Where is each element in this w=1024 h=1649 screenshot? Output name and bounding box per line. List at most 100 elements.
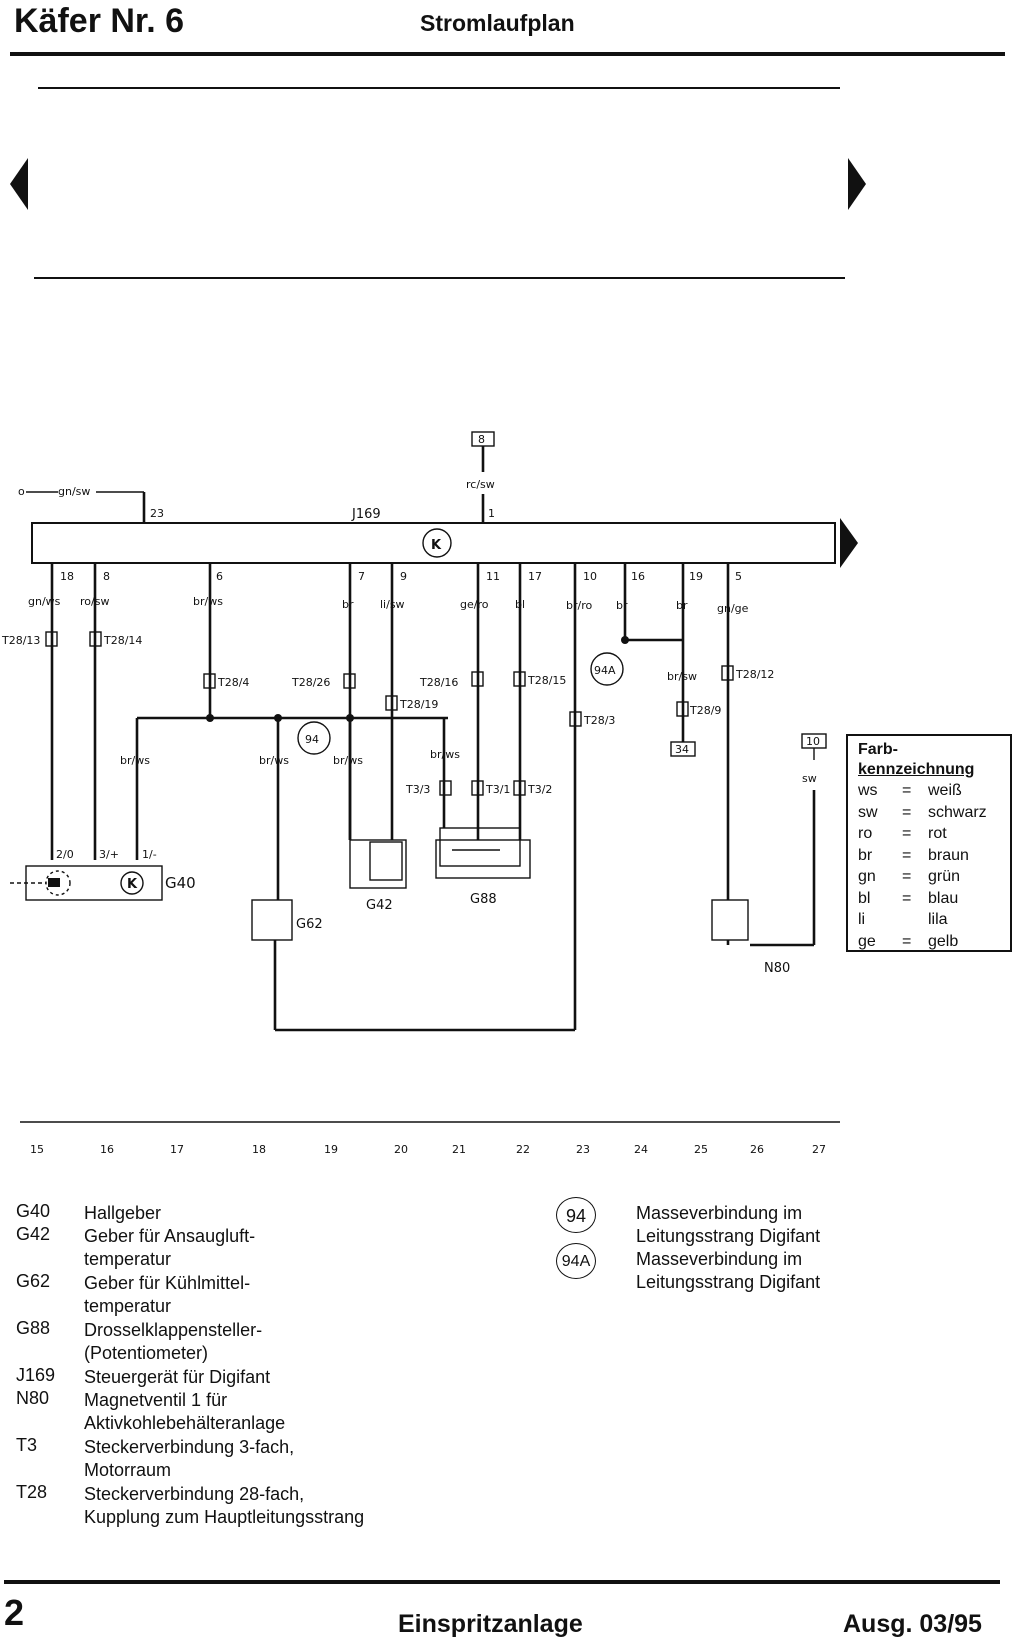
svg-text:24: 24 xyxy=(634,1143,648,1156)
legend-text: Geber für Kühlmittel- xyxy=(84,1273,251,1293)
previous-page-arrow xyxy=(10,158,28,210)
color-legend-row: sw=schwarz xyxy=(858,803,987,821)
legend-text: Motorraum xyxy=(84,1460,172,1480)
svg-text:gn/ws: gn/ws xyxy=(28,595,61,608)
svg-text:18: 18 xyxy=(252,1143,266,1156)
legend-text: Leitungsstrang Digifant xyxy=(636,1226,821,1246)
svg-text:G62: G62 xyxy=(296,917,323,932)
svg-text:5: 5 xyxy=(735,570,742,583)
svg-text:T28/4: T28/4 xyxy=(217,676,249,689)
page-number: 2 xyxy=(4,1592,25,1633)
svg-text:ge/ro: ge/ro xyxy=(460,598,489,611)
svg-text:2/0: 2/0 xyxy=(56,848,74,861)
legend-text: Steckerverbindung 3-fach, xyxy=(84,1437,295,1457)
svg-text:17: 17 xyxy=(528,570,542,583)
legend-text: temperatur xyxy=(84,1249,172,1269)
svg-text:26: 26 xyxy=(750,1143,764,1156)
svg-text:34: 34 xyxy=(675,743,689,756)
wire-color-top-left: gn/sw xyxy=(58,485,90,498)
edition: Ausg. 03/95 xyxy=(843,1610,982,1638)
svg-text:9: 9 xyxy=(400,570,407,583)
document-title: Käfer Nr. 6 xyxy=(14,2,185,40)
legend-text: temperatur xyxy=(84,1296,172,1316)
legend-code: T28 xyxy=(16,1482,48,1502)
legend-text: Masseverbindung im xyxy=(636,1249,803,1269)
svg-text:li/sw: li/sw xyxy=(380,598,405,611)
color-legend-row: bl=blau xyxy=(858,889,959,907)
color-legend-row: br=braun xyxy=(858,846,969,864)
k-symbol xyxy=(422,528,452,558)
pin-wires xyxy=(50,563,730,1030)
section-name: Einspritzanlage xyxy=(398,1610,583,1638)
legend-text: Steckerverbindung 28-fach, xyxy=(84,1484,305,1504)
svg-text:br: br xyxy=(616,599,628,612)
legend-text: (Potentiometer) xyxy=(84,1343,209,1363)
svg-text:16: 16 xyxy=(100,1143,114,1156)
legend-code: G42 xyxy=(16,1224,51,1244)
ground-94a xyxy=(590,652,624,686)
legend-ground-94: 94 xyxy=(556,1197,596,1233)
svg-text:br/ws: br/ws xyxy=(430,748,460,761)
legend-code: N80 xyxy=(16,1388,50,1408)
component-g88 xyxy=(439,827,521,867)
svg-text:7: 7 xyxy=(358,570,365,583)
svg-text:6: 6 xyxy=(216,570,223,583)
svg-text:G88: G88 xyxy=(470,892,497,907)
legend-text: Hallgeber xyxy=(84,1203,162,1223)
svg-text:T3/1: T3/1 xyxy=(485,783,510,796)
svg-text:bl: bl xyxy=(515,598,525,611)
svg-text:T28/26: T28/26 xyxy=(291,676,330,689)
svg-text:23: 23 xyxy=(150,507,164,520)
svg-text:19: 19 xyxy=(324,1143,338,1156)
legend-code: G40 xyxy=(16,1201,51,1221)
legend-code: G88 xyxy=(16,1318,51,1338)
svg-text:17: 17 xyxy=(170,1143,184,1156)
component-g42-housing xyxy=(349,839,407,889)
svg-text:o: o xyxy=(18,485,25,498)
continue-arrow xyxy=(840,518,858,568)
component-g88-housing xyxy=(435,839,531,879)
svg-text:1: 1 xyxy=(488,507,495,520)
component-g42 xyxy=(369,841,403,881)
svg-text:18: 18 xyxy=(60,570,74,583)
svg-text:T3/3: T3/3 xyxy=(405,783,430,796)
svg-text:8: 8 xyxy=(103,570,110,583)
color-legend-title-2: kennzeichnung xyxy=(858,761,975,778)
svg-text:25: 25 xyxy=(694,1143,708,1156)
svg-text:br/ws: br/ws xyxy=(120,754,150,767)
color-legend-row: ws=weiß xyxy=(858,782,962,799)
legend-text: Drosselklappensteller- xyxy=(84,1320,263,1340)
legend-text: Kupplung zum Hauptleitungsstrang xyxy=(84,1507,365,1527)
svg-text:23: 23 xyxy=(576,1143,590,1156)
svg-text:T28/13: T28/13 xyxy=(1,634,40,647)
next-page-arrow xyxy=(848,158,866,210)
legend-text: Aktivkohlebehälteranlage xyxy=(84,1413,286,1433)
svg-text:br/ws: br/ws xyxy=(259,754,289,767)
svg-text:T28/3: T28/3 xyxy=(583,714,615,727)
svg-text:10: 10 xyxy=(806,735,820,748)
legend-code: T3 xyxy=(16,1435,38,1455)
svg-text:16: 16 xyxy=(631,570,645,583)
svg-text:K: K xyxy=(127,877,138,892)
svg-text:br/ws: br/ws xyxy=(333,754,363,767)
svg-text:br: br xyxy=(676,599,688,612)
svg-text:T28/12: T28/12 xyxy=(735,668,774,681)
svg-text:94A: 94A xyxy=(594,664,616,677)
svg-text:15: 15 xyxy=(30,1143,44,1156)
svg-text:T28/15: T28/15 xyxy=(527,674,566,687)
svg-text:21: 21 xyxy=(452,1143,466,1156)
svg-text:94: 94 xyxy=(305,733,319,746)
svg-text:ro/sw: ro/sw xyxy=(80,595,109,608)
legend-code: J169 xyxy=(16,1365,56,1385)
svg-text:br: br xyxy=(342,598,354,611)
svg-text:G42: G42 xyxy=(366,898,393,913)
svg-text:T28/14: T28/14 xyxy=(103,634,142,647)
svg-text:gn/ge: gn/ge xyxy=(717,602,749,615)
svg-text:1/-: 1/- xyxy=(142,848,157,861)
color-legend-row: gn=grün xyxy=(858,868,961,885)
svg-text:G40: G40 xyxy=(165,874,196,892)
legend-text: Steuergerät für Digifant xyxy=(84,1367,271,1387)
component-g62 xyxy=(251,899,293,941)
